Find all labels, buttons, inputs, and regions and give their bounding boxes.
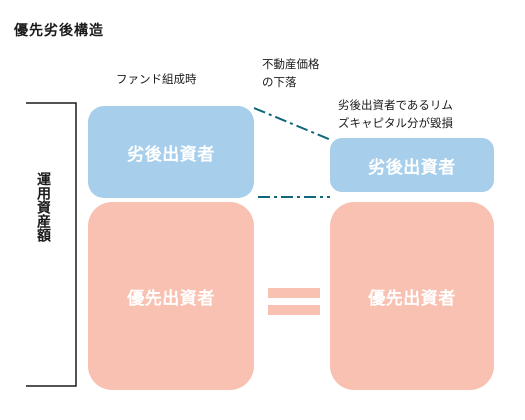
axis-label-assets: 運用資産額 bbox=[35, 172, 51, 242]
decline-dash-line bbox=[253, 107, 332, 141]
left-subordinate-box: 劣後出資者 bbox=[88, 106, 254, 198]
caption-price-decline-line2: の下落 bbox=[262, 75, 297, 89]
caption-price-decline: 不動産価格 の下落 bbox=[262, 55, 320, 91]
equals-icon bbox=[268, 288, 320, 298]
axis-bracket bbox=[26, 102, 77, 387]
diagram-title: 優先劣後構造 bbox=[14, 23, 104, 39]
caption-loss-impact-line1: 劣後出資者であるリム bbox=[338, 98, 453, 112]
right-senior-label: 優先出資者 bbox=[368, 288, 456, 309]
caption-price-decline-line1: 不動産価格 bbox=[262, 57, 320, 71]
right-subordinate-box: 劣後出資者 bbox=[330, 138, 494, 192]
right-subordinate-label: 劣後出資者 bbox=[368, 157, 456, 178]
left-senior-label: 優先出資者 bbox=[127, 288, 215, 309]
equals-icon-lower-bar bbox=[268, 305, 320, 315]
caption-loss-impact-line2: ズキャピタル分が毀損 bbox=[338, 116, 453, 130]
caption-fund-formation-text: ファンド組成時 bbox=[116, 72, 197, 86]
caption-fund-formation: ファンド組成時 bbox=[116, 70, 197, 88]
left-subordinate-label: 劣後出資者 bbox=[127, 144, 215, 165]
caption-loss-impact: 劣後出資者であるリム ズキャピタル分が毀損 bbox=[338, 96, 453, 132]
left-senior-box: 優先出資者 bbox=[88, 202, 254, 390]
right-senior-box: 優先出資者 bbox=[330, 202, 494, 390]
